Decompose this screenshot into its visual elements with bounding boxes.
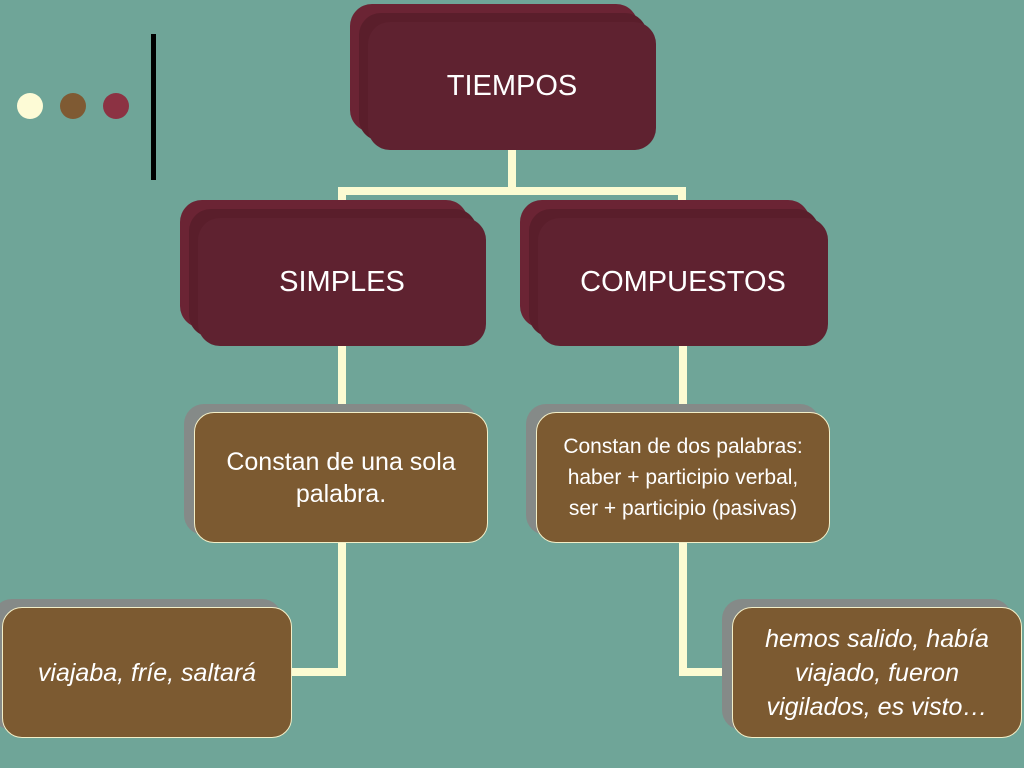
node-simples-definition: Constan de una sola palabra. — [184, 404, 488, 543]
connector-simples-example — [292, 543, 346, 676]
node-compuestos-example: hemos salido, había viajado, fueron vigi… — [722, 599, 1022, 738]
compuestos-definition-line: Constan de dos palabras: — [563, 435, 803, 458]
compuestos-definition-line: ser + participio (pasivas) — [568, 497, 798, 520]
node-compuestos: COMPUESTOS — [520, 200, 828, 346]
decor-dot-brown — [60, 93, 86, 119]
simples-definition-text: Constan de una sola palabra. — [194, 412, 488, 543]
node-tiempos-label: TIEMPOS — [368, 22, 656, 150]
compuestos-definition-line: haber + participio verbal, — [567, 466, 799, 489]
compuestos-example-line: hemos salido, había — [765, 624, 989, 653]
node-tiempos: TIEMPOS — [350, 4, 656, 150]
node-compuestos-label: COMPUESTOS — [538, 218, 828, 346]
compuestos-example-line: viajado, fueron — [794, 658, 959, 687]
simples-example-text: viajaba, fríe, saltará — [2, 607, 292, 738]
node-simples-example: viajaba, fríe, saltará — [0, 599, 292, 738]
decor-dot-cream — [17, 93, 43, 119]
connector-compuestos-example — [679, 543, 735, 676]
node-simples-label: SIMPLES — [198, 218, 486, 346]
node-simples: SIMPLES — [180, 200, 486, 346]
node-compuestos-definition: Constan de dos palabras: haber + partici… — [526, 404, 830, 543]
decor-dot-maroon — [103, 93, 129, 119]
compuestos-example-text: hemos salido, había viajado, fueron vigi… — [732, 607, 1022, 738]
decor-vertical-line — [151, 34, 156, 180]
compuestos-example-line: vigilados, es visto… — [766, 692, 988, 721]
compuestos-definition-text: Constan de dos palabras: haber + partici… — [536, 412, 830, 543]
